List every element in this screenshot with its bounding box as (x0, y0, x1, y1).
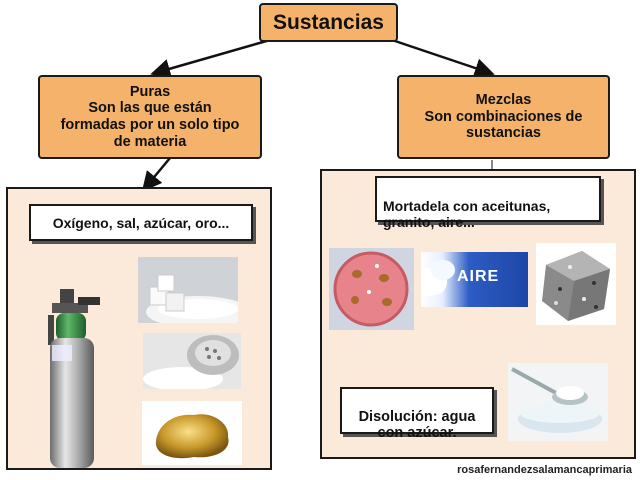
arrow-to-mezclas (391, 38, 495, 78)
arrow-puras-to-panel (141, 157, 171, 192)
mortadella-icon (329, 248, 414, 330)
puras-text: Puras Son las que están formadas por un … (60, 83, 240, 150)
puras-node: Puras Son las que están formadas por un … (38, 75, 262, 159)
puras-examples-text: Oxígeno, sal, azúcar, oro... (52, 214, 230, 231)
oxygen-tank-icon (38, 283, 108, 473)
air-cloud-icon: AIRE (421, 252, 528, 307)
disolucion-label: Disolución: agua con azúcar. (340, 387, 494, 441)
puras-examples-label: Oxígeno, sal, azúcar, oro... (29, 204, 253, 241)
aire-label: AIRE (457, 268, 500, 285)
mezclas-node: Mezclas Son combinaciones de sustancias (397, 75, 610, 159)
mezclas-examples-label: Mortadela con aceitunas, granito, aire..… (375, 176, 601, 230)
sugar-cubes-icon (138, 257, 238, 323)
arrow-to-puras (150, 38, 271, 79)
spoon-sugar-water-icon (508, 363, 608, 441)
salt-shaker-icon (143, 333, 241, 389)
title-text: Sustancias (273, 10, 384, 34)
mezclas-text: Mezclas Son combinaciones de sustancias (424, 91, 583, 142)
title-node: Sustancias (259, 3, 398, 42)
granite-icon (536, 243, 616, 325)
gold-nugget-icon (142, 401, 242, 465)
disolucion-text: Disolución: agua con azúcar. (358, 408, 476, 442)
mezclas-examples-text: Mortadela con aceitunas, granito, aire..… (383, 198, 551, 231)
credit-text: rosafernandezsalamancaprimaria (457, 464, 632, 476)
